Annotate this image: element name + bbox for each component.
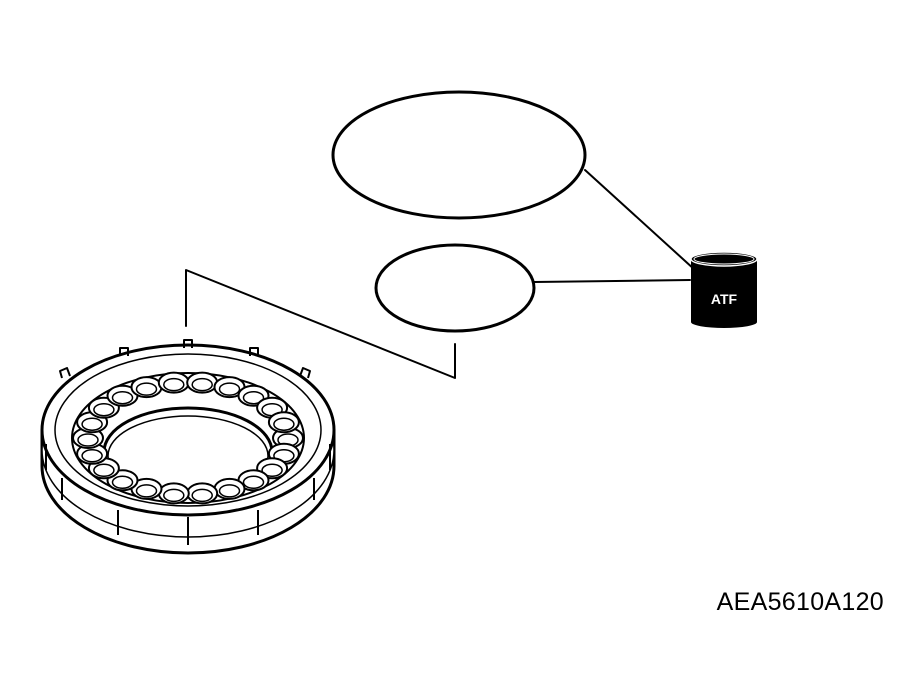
large-o-ring <box>331 90 587 220</box>
bearing-roller-hole <box>81 449 103 463</box>
leader-line-small-ring <box>533 279 691 283</box>
bearing-roller-hole <box>242 475 265 490</box>
bearing-roller-hole <box>77 433 99 447</box>
bearing-roller-hole <box>273 417 295 431</box>
leader-line-large-ring <box>584 169 696 271</box>
bearing-roller-hole <box>135 484 158 498</box>
bearing-roller-hole <box>218 484 241 498</box>
thrust-bearing <box>40 339 336 555</box>
bearing-roller-hole <box>191 377 213 392</box>
figure-code: AEA5610A120 <box>716 588 884 616</box>
bearing-roller-hole <box>93 402 115 417</box>
leader-line-bearing <box>185 269 456 379</box>
small-o-ring <box>374 243 536 333</box>
atf-label: ATF <box>711 291 738 307</box>
bearing-roller-hole <box>111 390 134 405</box>
bearing-roller-hole <box>163 377 185 392</box>
bearing-roller-hole <box>191 488 213 503</box>
bearing-roller-hole <box>93 463 115 478</box>
atf-can-icon: ATF <box>690 251 758 328</box>
bearing-roller-hole <box>261 463 283 478</box>
bearing-roller-hole <box>111 475 134 490</box>
bearing-roller-hole <box>242 390 265 405</box>
bearing-roller-hole <box>163 488 185 503</box>
bearing-roller-hole <box>218 382 241 396</box>
bearing-roller-hole <box>81 417 103 431</box>
bearing-roller-hole <box>135 382 158 396</box>
